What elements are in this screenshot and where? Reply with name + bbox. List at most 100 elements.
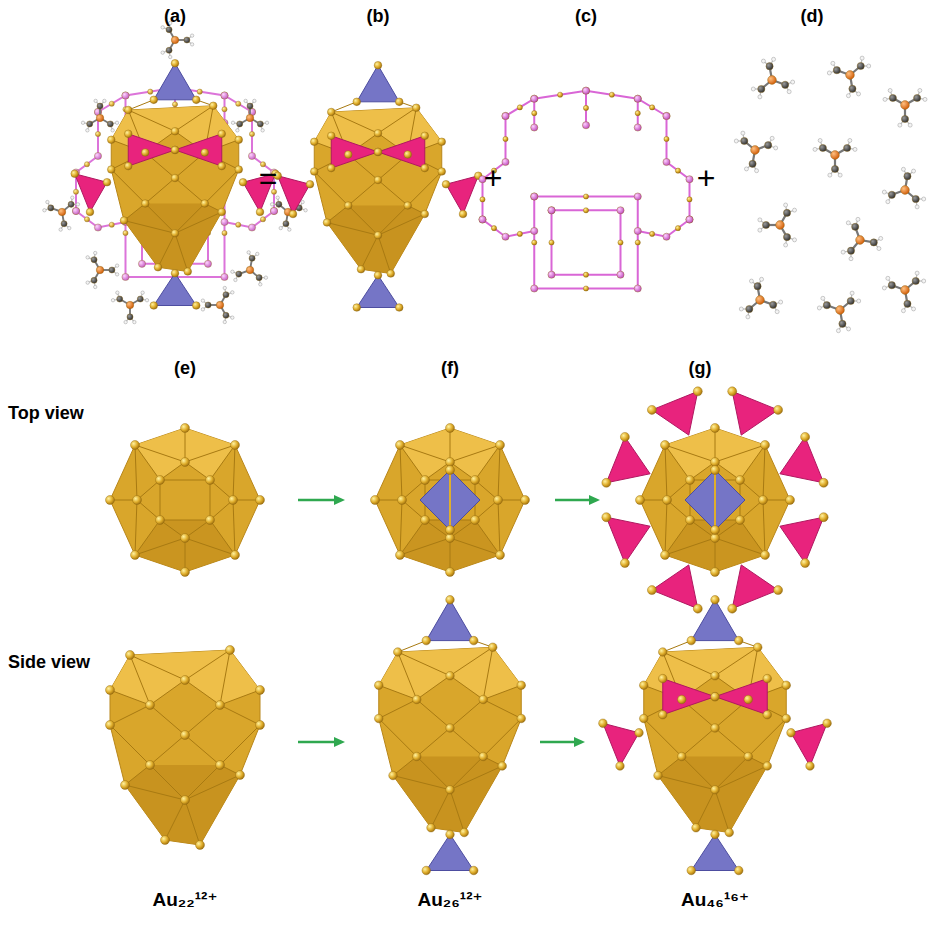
blue-motif xyxy=(685,470,745,530)
carbon-atom xyxy=(770,301,777,308)
bond-line xyxy=(185,705,220,735)
bond-line xyxy=(665,445,667,500)
gold-atom xyxy=(446,785,455,794)
hydrogen-atom xyxy=(901,309,905,313)
gold-atom xyxy=(686,516,695,525)
bond-line xyxy=(483,719,521,757)
bond-line xyxy=(185,538,186,572)
hydrogen-atom xyxy=(86,256,89,259)
gold-atom xyxy=(422,866,431,875)
carbon-atom xyxy=(127,314,133,320)
ligand-bond xyxy=(483,220,535,237)
phosphorus-atom xyxy=(216,301,223,308)
bond-line xyxy=(450,700,483,729)
bond-line xyxy=(475,520,500,555)
gold-atom xyxy=(734,866,743,875)
gold-atom xyxy=(479,752,488,761)
gold-atom xyxy=(677,695,686,704)
ligand-network xyxy=(479,87,693,292)
gold-atom xyxy=(496,441,505,450)
gold-atom xyxy=(393,648,402,657)
hydrogen-atom xyxy=(94,251,97,254)
bond-line xyxy=(393,776,450,790)
hydrogen-atom xyxy=(234,278,237,281)
gold-atom xyxy=(353,304,361,312)
gold-atom xyxy=(736,476,745,485)
gold-atom xyxy=(635,728,644,737)
cluster-face xyxy=(135,520,235,572)
carbon-atom xyxy=(749,160,756,167)
phosphorus-atom xyxy=(58,208,65,215)
bond-line xyxy=(715,757,748,790)
cluster-face xyxy=(327,206,425,274)
gold-atom xyxy=(396,441,405,450)
ligand-network xyxy=(72,84,277,280)
hydrogen-atom xyxy=(103,99,106,102)
hydrogen-atom xyxy=(59,228,62,231)
sulfur-atom xyxy=(634,227,641,234)
green-arrow xyxy=(540,737,585,747)
gold-atom xyxy=(609,92,614,97)
gold-atom xyxy=(86,208,94,216)
gold-atom xyxy=(654,771,663,780)
bond-line xyxy=(400,500,402,555)
gold-atom xyxy=(728,604,737,613)
hydrogen-atom xyxy=(751,87,755,91)
gold-atom xyxy=(161,836,170,845)
gold-atom xyxy=(229,496,238,505)
hydrogen-atom xyxy=(261,129,264,132)
hydrogen-atom xyxy=(838,173,842,177)
hydrogen-atom xyxy=(784,203,788,207)
gold-atom xyxy=(711,692,720,701)
gold-atom xyxy=(763,762,772,771)
gold-atom xyxy=(496,551,505,560)
gold-atom xyxy=(658,674,667,683)
green-arrow xyxy=(298,495,345,505)
bond-line xyxy=(150,705,185,735)
bond-line xyxy=(124,204,145,221)
bond-line xyxy=(110,725,150,765)
sulfur-atom xyxy=(122,92,129,99)
sulfur-atom xyxy=(502,112,509,119)
gold-atom xyxy=(353,98,361,106)
bond-line xyxy=(175,178,205,204)
hydrogen-atom xyxy=(853,147,857,151)
sulfur-atom xyxy=(248,224,255,231)
bond-line xyxy=(210,520,235,555)
hydrogen-atom xyxy=(169,55,172,58)
carbon-atom xyxy=(888,282,895,289)
phosphine-ligand xyxy=(882,167,925,209)
bond-line xyxy=(400,445,425,480)
bond-line xyxy=(135,500,137,555)
gold-atom xyxy=(446,568,455,577)
gold-atom xyxy=(744,752,753,761)
sulfur-atom xyxy=(270,207,277,214)
hydrogen-atom xyxy=(850,291,854,295)
carbon-atom xyxy=(166,47,172,53)
gold-atom xyxy=(107,136,115,144)
blue-motif xyxy=(691,834,739,870)
gold-atom xyxy=(141,149,149,157)
hydrogen-atom xyxy=(784,243,788,247)
hydrogen-atom xyxy=(247,251,250,254)
pink-motif xyxy=(175,134,222,166)
phosphorus-atom xyxy=(768,76,777,85)
bond-line xyxy=(408,172,442,206)
gold-atom xyxy=(398,496,407,505)
gold-atom xyxy=(517,231,522,236)
gold-atom xyxy=(446,526,455,535)
hydrogen-atom xyxy=(758,218,762,222)
bond-line xyxy=(314,172,348,206)
gold-atom xyxy=(146,701,155,710)
phosphine-ligand xyxy=(883,88,927,127)
gold-atom xyxy=(446,830,455,839)
carbon-atom xyxy=(137,296,143,302)
gold-atom xyxy=(103,178,111,186)
phosphine-ligand xyxy=(231,99,268,132)
bond-line xyxy=(498,500,500,555)
sulfur-atom xyxy=(634,285,641,292)
gold-atom xyxy=(131,441,140,450)
hydrogen-atom xyxy=(86,281,89,284)
sulfur-atom xyxy=(270,207,277,214)
phosphorus-atom xyxy=(246,114,253,121)
